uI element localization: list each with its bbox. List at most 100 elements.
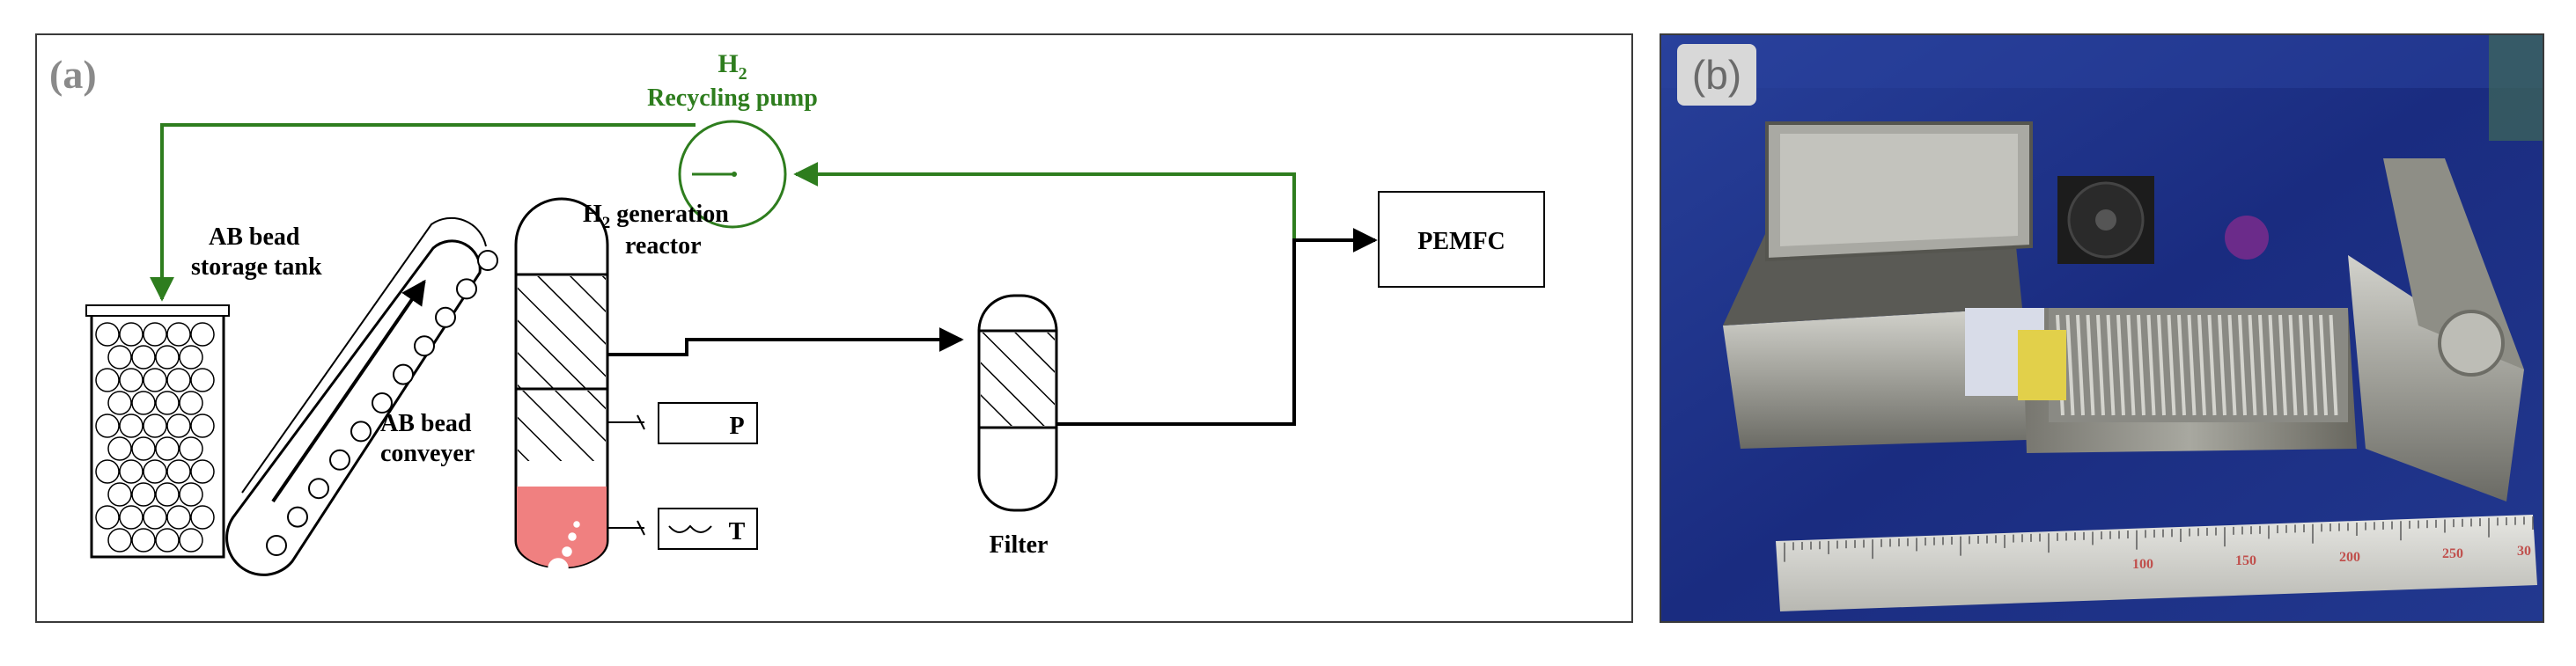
coil-fin	[2106, 314, 2116, 416]
conveyer-label-line2: conveyer	[380, 440, 475, 467]
conveyer-bead	[393, 363, 414, 385]
conveyer-bead	[329, 449, 350, 471]
ruler-label-250: 250	[2442, 546, 2463, 561]
tank-bead	[95, 368, 120, 392]
filter	[977, 294, 1058, 512]
tank-bead	[155, 345, 180, 370]
coil-fin	[2187, 314, 2197, 416]
coil-fin	[2096, 314, 2105, 416]
ruler-label-150: 150	[2235, 553, 2256, 568]
cooling-fan	[2057, 176, 2154, 264]
coil-fin	[2238, 314, 2247, 416]
tank-bead	[119, 414, 144, 438]
tank-bead	[179, 528, 203, 553]
tank-bead	[107, 482, 132, 507]
conveyer-bead	[372, 392, 393, 414]
recycling-pump	[678, 120, 787, 229]
tank-bead	[179, 345, 203, 370]
tank-bead	[143, 459, 167, 484]
ruler-label-300: 30	[2517, 544, 2531, 559]
coil-fin	[2278, 314, 2287, 416]
coil-fin	[2116, 314, 2125, 416]
tank-bead	[166, 459, 191, 484]
prototype-photo: 100 150 200 250 30	[1661, 35, 2543, 621]
reactor-to-filter-line	[607, 327, 964, 356]
tank-bead	[95, 505, 120, 530]
filter-to-pemfc-line	[1056, 228, 1378, 426]
tank-bead	[143, 368, 167, 392]
generation-reactor	[514, 197, 609, 579]
bead-conveyer	[225, 216, 498, 576]
coil-fin	[2258, 314, 2267, 416]
coil-fin	[2299, 314, 2307, 416]
tank-bead	[155, 528, 180, 553]
storage-tank-label-line1: AB bead	[209, 223, 300, 251]
conveyer-bead	[456, 278, 477, 300]
purple-fitting	[2225, 216, 2269, 260]
temperature-gauge	[607, 508, 758, 550]
tank-bead	[190, 414, 215, 438]
coil-fin	[2288, 314, 2298, 416]
reactor-label-line1: H2 generation	[583, 201, 729, 232]
coil-fin	[2207, 314, 2217, 416]
tank-bead	[166, 414, 191, 438]
tank-bead	[155, 436, 180, 461]
tank-bead	[143, 322, 167, 347]
coil-fin	[2218, 314, 2226, 416]
tank-bead	[190, 505, 215, 530]
system-schematic: (a) H2 Recycling pump AB bead storage ta…	[49, 49, 1545, 579]
pressure-gauge	[607, 402, 758, 444]
cap-knob	[2438, 310, 2505, 377]
coil-fin	[2197, 314, 2206, 416]
tank-bead	[119, 368, 144, 392]
reactor-label-line2: reactor	[625, 232, 702, 260]
heat-exchanger-coil	[2049, 308, 2348, 422]
ruler-label-200: 200	[2339, 550, 2360, 565]
measuring-ruler: 100 150 200 250 30	[1776, 515, 2537, 611]
prototype-photo-panel: (b)	[1660, 33, 2544, 623]
coil-fin	[2308, 314, 2318, 416]
tank-bead	[155, 482, 180, 507]
tank-bead	[179, 391, 203, 415]
tank-bead	[131, 345, 156, 370]
tank-bead	[131, 482, 156, 507]
device-lid	[1765, 121, 2033, 262]
tank-bead	[179, 436, 203, 461]
coil-fin	[2248, 314, 2257, 416]
schematic-panel: (a) H2 Recycling pump AB bead storage ta…	[35, 33, 1633, 623]
tank-bead	[119, 505, 144, 530]
pemfc-label: PEMFC	[1417, 228, 1505, 255]
coil-fin	[2329, 314, 2338, 416]
coil-fin	[2065, 314, 2075, 416]
tank-bead	[131, 436, 156, 461]
storage-tank	[85, 304, 230, 559]
panel-label-a: (a)	[49, 52, 97, 97]
coil-fin	[2086, 314, 2095, 416]
storage-tank-label-line2: storage tank	[191, 253, 322, 281]
conveyer-bead	[266, 535, 287, 556]
ruler-label-100: 100	[2132, 557, 2153, 572]
pressure-gauge-label: P	[729, 413, 744, 440]
yellow-tape	[2018, 330, 2066, 400]
conveyer-label-line1: AB bead	[380, 410, 472, 437]
tank-bead	[107, 436, 132, 461]
recycling-pump-label: Recycling pump	[647, 84, 818, 112]
coil-fin	[2227, 314, 2237, 416]
temperature-gauge-label: T	[729, 518, 746, 545]
coil-fin	[2137, 314, 2145, 416]
conveyer-bead	[477, 250, 498, 271]
tank-bead	[95, 414, 120, 438]
tank-bead	[107, 345, 132, 370]
coil-fin	[2167, 314, 2176, 416]
conveyer-bead	[350, 421, 372, 443]
tank-bead	[131, 391, 156, 415]
pump-hydrogen-label: H2	[718, 49, 747, 84]
tank-bead	[166, 368, 191, 392]
tank-bead	[166, 505, 191, 530]
coil-fin	[2319, 314, 2328, 416]
conveyer-bead	[287, 506, 308, 528]
coil-fin	[2126, 314, 2136, 416]
tank-bead	[119, 322, 144, 347]
coil-fin	[2268, 314, 2278, 416]
panel-label-b: (b)	[1677, 44, 1756, 106]
